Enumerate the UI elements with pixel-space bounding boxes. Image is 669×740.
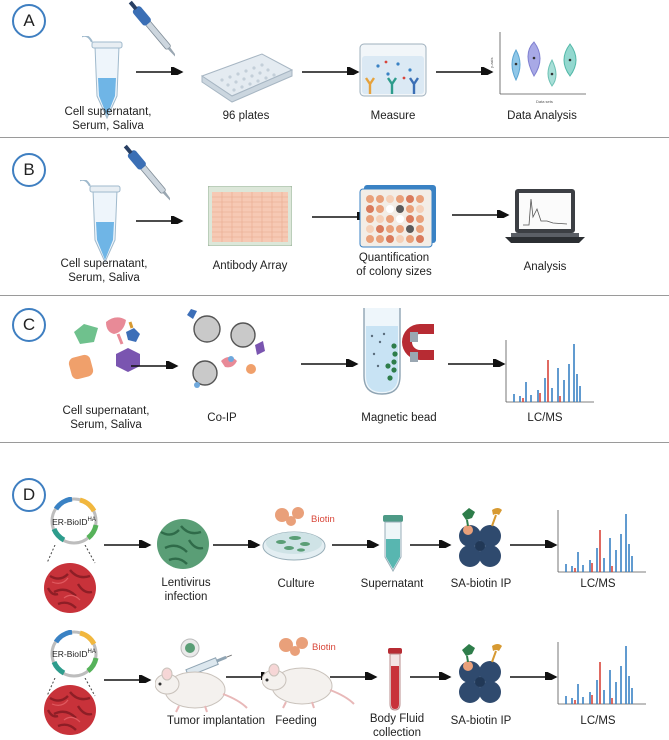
- colony-plate-icon: [359, 185, 436, 248]
- connector-lines: [46, 678, 96, 697]
- panel-divider-ab: [0, 137, 669, 138]
- arrow-c-1: [131, 361, 179, 369]
- mass-spectrum-icon: [557, 509, 647, 573]
- arrow-d2-1: [104, 675, 152, 683]
- infected-cell-icon: [157, 519, 209, 569]
- arrow-a-3: [436, 67, 494, 75]
- step-label-c-2: Co-IP: [207, 412, 237, 424]
- petri-dish-icon: [262, 531, 326, 561]
- streptavidin-icon: [458, 643, 503, 704]
- violin-x-axis-label: Data sets: [536, 99, 553, 104]
- step-label-c-4: LC/MS: [527, 412, 563, 424]
- magnetic-tube-icon: [363, 308, 434, 395]
- well-plate-icon: [200, 53, 294, 103]
- step-label-a-3: Measure: [370, 110, 416, 122]
- arrow-d1-2: [213, 540, 261, 548]
- mass-spectrum-icon: [557, 641, 647, 705]
- plasmid-label-2: ER-BioIDHA: [44, 646, 104, 661]
- violin-plot-icon: y-axis Data sets: [490, 32, 586, 104]
- arrow-d1-1: [104, 540, 152, 548]
- step-label-c-3: Magnetic bead: [361, 412, 437, 424]
- arrow-d2-3: [330, 672, 378, 680]
- biotin-label-1: Biotin: [311, 514, 335, 525]
- step-label-d2-5: LC/MS: [580, 715, 616, 727]
- tumor-cell-icon: [44, 562, 98, 615]
- arrow-d1-5: [510, 540, 558, 548]
- laptop-icon: [505, 189, 585, 243]
- plasmid-label: ER-BioIDHA: [44, 514, 104, 529]
- plasmid-name: ER-BioID: [52, 516, 88, 527]
- step-label-d2-2: Feeding: [275, 715, 317, 727]
- panel-badge-b: B: [12, 153, 46, 187]
- step-label-d2-4: SA-biotin IP: [450, 715, 512, 727]
- step-label-a-4: Data Analysis: [507, 110, 577, 122]
- step-label-d2-1: Tumor implantation: [166, 715, 265, 727]
- step-label-b-2: Antibody Array: [212, 260, 288, 272]
- biotin-dots-icon: [275, 507, 304, 526]
- step-label-b-4: Analysis: [523, 261, 567, 273]
- step-label-d1-5: LC/MS: [580, 578, 616, 590]
- streptavidin-icon: [458, 507, 503, 568]
- arrow-c-3: [448, 359, 506, 367]
- violin-y-axis-label: y-axis: [490, 58, 494, 68]
- arrow-b-1: [136, 216, 184, 224]
- panel-badge-a: A: [12, 4, 46, 38]
- blood-tube-icon: [388, 648, 402, 711]
- biotin-label-2: Biotin: [312, 642, 336, 653]
- arrow-d2-4: [410, 672, 452, 680]
- microtube-icon: [80, 180, 121, 263]
- step-label-d1-4: SA-biotin IP: [450, 578, 512, 590]
- step-label-d1-1: Lentivirus infection: [161, 577, 211, 603]
- step-label-c-1: Cell supernatant, Serum, Saliva: [62, 405, 150, 431]
- step-label-d2-3: Body Fluid collection: [369, 713, 425, 739]
- connector-lines: [46, 545, 96, 564]
- mouse-icon: [262, 663, 355, 709]
- step-label-b-1: Cell supernatant, Serum, Saliva: [60, 258, 148, 284]
- protein-cluster-icon: [68, 317, 140, 380]
- plasmid-sup-2: HA: [87, 649, 96, 655]
- arrow-d1-4: [410, 540, 452, 548]
- panel-badge-d: D: [12, 478, 46, 512]
- step-label-d1-2: Culture: [277, 578, 315, 590]
- arrow-b-3: [452, 210, 510, 218]
- panel-badge-c: C: [12, 308, 46, 342]
- coip-beads-icon: [187, 309, 265, 388]
- arrow-b-2: [312, 212, 370, 220]
- step-label-a-2: 96 plates: [222, 110, 270, 122]
- arrow-a-1: [136, 67, 184, 75]
- reservoir-icon: [359, 43, 427, 97]
- arrow-d2-5: [510, 672, 558, 680]
- magnet-icon: [402, 324, 434, 362]
- plasmid-sup: HA: [87, 517, 96, 523]
- step-label-d1-3: Supernatant: [360, 578, 424, 590]
- tumor-cell-icon: [44, 684, 98, 737]
- arrow-d1-3: [332, 540, 380, 548]
- mass-spectrum-icon: [505, 339, 595, 403]
- step-label-a-1: Cell supernatant, Serum, Saliva: [64, 106, 152, 132]
- biotin-dots-icon: [279, 637, 308, 656]
- panel-divider-cd: [0, 442, 669, 443]
- arrow-c-2: [301, 359, 359, 367]
- panel-divider-bc: [0, 295, 669, 296]
- conical-tube-icon: [383, 515, 403, 573]
- arrow-a-2: [302, 67, 360, 75]
- step-label-b-3: Quantification of colony sizes: [356, 252, 432, 278]
- antibody-array-icon: [208, 186, 292, 246]
- plasmid-name-2: ER-BioID: [52, 648, 88, 659]
